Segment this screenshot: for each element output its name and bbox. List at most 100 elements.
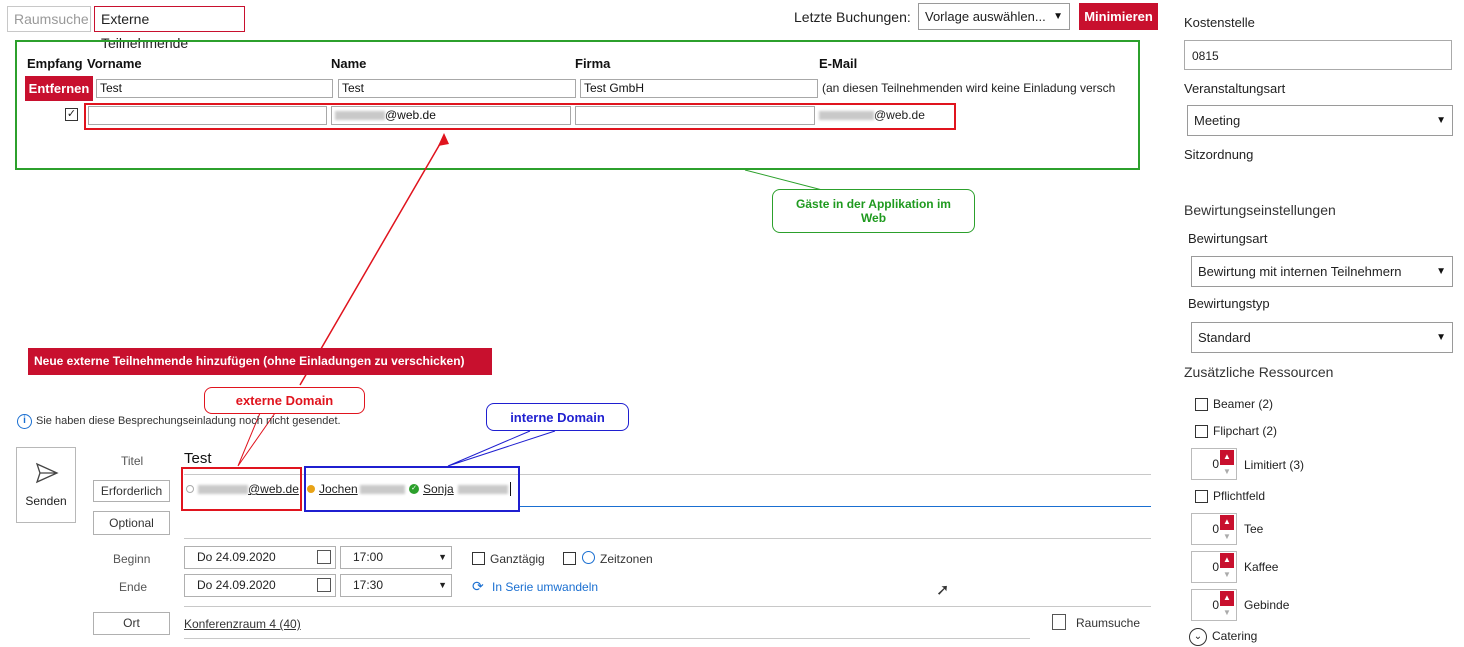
chevron-down-icon[interactable]: ▼ (438, 552, 447, 562)
catering-kind-value: Standard (1198, 330, 1251, 345)
flipchart-label: Flipchart (2) (1213, 424, 1278, 438)
limited-value: 0 (1212, 457, 1219, 471)
row2-firma-field[interactable] (575, 106, 815, 125)
required-underline (520, 506, 1151, 507)
catering-expander[interactable]: Catering (1212, 629, 1258, 643)
limited-stepper[interactable]: 0 ▲ ▼ (1191, 448, 1237, 480)
row1-firma-field[interactable]: Test GmbH (580, 79, 818, 98)
external-attendee-highlight (181, 467, 302, 511)
guests-frame (15, 40, 1140, 170)
new-guest-highlight (84, 103, 956, 130)
tea-label: Tee (1244, 522, 1264, 536)
external-domain-callout: externe Domain (204, 387, 365, 414)
header-name: Name (331, 56, 367, 71)
blurred-text (198, 485, 248, 495)
catering-settings-heading: Bewirtungseinstellungen (1184, 202, 1336, 218)
send-label: Senden (25, 494, 67, 508)
coffee-label: Kaffee (1244, 560, 1279, 574)
row2-name-field[interactable]: @web.de (331, 106, 571, 125)
cost-center-label: Kostenstelle (1184, 15, 1255, 30)
event-type-select[interactable]: Meeting ▼ (1187, 105, 1453, 136)
pastry-stepper[interactable]: 0 ▲ ▼ (1191, 589, 1237, 621)
event-type-label: Veranstaltungsart (1184, 81, 1286, 96)
expand-icon[interactable]: ⌄ (1189, 628, 1207, 646)
start-label: Beginn (113, 552, 151, 566)
flipchart-checkbox[interactable] (1195, 425, 1208, 438)
beamer-checkbox[interactable] (1195, 398, 1208, 411)
location-value[interactable]: Konferenzraum 4 (40) (184, 617, 301, 631)
room-search-icon[interactable] (1052, 614, 1066, 630)
blurred-text (359, 485, 405, 495)
minimize-button[interactable]: Minimieren (1079, 3, 1158, 30)
series-link[interactable]: In Serie umwandeln (492, 580, 599, 594)
timezones-checkbox[interactable] (563, 552, 576, 565)
text-cursor (510, 482, 511, 496)
recurrence-icon[interactable]: ⟳ (472, 578, 484, 594)
room-search-link[interactable]: Raumsuche (1076, 616, 1141, 630)
attendee-internal-1[interactable]: Jochen (319, 482, 405, 496)
info-message: Sie haben diese Besprechungseinladung no… (36, 415, 341, 427)
row2-vorname-field[interactable] (88, 106, 327, 125)
allday-checkbox[interactable] (472, 552, 485, 565)
required-field-checkbox[interactable] (1195, 490, 1208, 503)
coffee-stepper[interactable]: 0 ▲ ▼ (1191, 551, 1237, 583)
remove-button[interactable]: Entfernen (25, 76, 93, 101)
increment-icon[interactable]: ▲ (1220, 553, 1234, 568)
status-tentative-icon (307, 485, 315, 493)
title-field[interactable]: Test (184, 450, 212, 467)
attendee-internal-2[interactable]: Sonja (423, 482, 508, 496)
start-time-field[interactable]: 17:00 ▼ (340, 546, 452, 569)
header-email: E-Mail (819, 56, 858, 71)
required-button[interactable]: Erforderlich (93, 480, 170, 502)
attendee-external[interactable]: @web.de (198, 482, 299, 496)
end-date-value: Do 24.09.2020 (197, 578, 276, 592)
decrement-icon[interactable]: ▼ (1223, 608, 1231, 617)
increment-icon[interactable]: ▲ (1220, 591, 1234, 606)
internal-attendee-highlight (304, 466, 520, 512)
resources-heading: Zusätzliche Ressourcen (1184, 364, 1334, 380)
recent-bookings-label: Letzte Buchungen: (794, 9, 911, 25)
tab-room-search[interactable]: Raumsuche (7, 6, 91, 32)
decrement-icon[interactable]: ▼ (1223, 532, 1231, 541)
attendee-external-domain: @web.de (248, 482, 299, 496)
send-icon (35, 462, 59, 484)
end-date-field[interactable]: Do 24.09.2020 (184, 574, 336, 597)
header-vorname: Vorname (87, 56, 142, 71)
chevron-down-icon[interactable]: ▼ (438, 580, 447, 590)
header-empfang: Empfang (27, 56, 83, 71)
calendar-icon[interactable] (317, 578, 331, 592)
add-external-banner: Neue externe Teilnehmende hinzufügen (oh… (28, 348, 492, 375)
title-label: Titel (121, 454, 144, 468)
row2-empfang-checkbox[interactable]: ✓ (65, 108, 78, 121)
limited-label: Limitiert (3) (1244, 458, 1305, 472)
catering-type-label: Bewirtungsart (1188, 231, 1268, 246)
header-firma: Firma (575, 56, 611, 71)
row2-name-suffix: @web.de (385, 108, 436, 122)
decrement-icon[interactable]: ▼ (1223, 570, 1231, 579)
template-select[interactable]: Vorlage auswählen... ▼ (918, 3, 1070, 30)
increment-icon[interactable]: ▲ (1220, 515, 1234, 530)
timezones-label: Zeitzonen (600, 552, 653, 566)
row1-vorname-field[interactable]: Test (96, 79, 333, 98)
tea-stepper[interactable]: 0 ▲ ▼ (1191, 513, 1237, 545)
location-button[interactable]: Ort (93, 612, 170, 635)
decrement-icon[interactable]: ▼ (1223, 467, 1231, 476)
pastry-value: 0 (1212, 598, 1219, 612)
row1-email-note: (an diesen Teilnehmenden wird keine Einl… (822, 81, 1116, 95)
calendar-icon[interactable] (317, 550, 331, 564)
send-button[interactable]: Senden (16, 447, 76, 523)
tab-external-participants[interactable]: Externe Teilnehmende (94, 6, 245, 51)
attendee-internal-2-name: Sonja (423, 482, 454, 496)
catering-type-select[interactable]: Bewirtung mit internen Teilnehmern ▼ (1191, 256, 1453, 287)
attendee-internal-1-name: Jochen (319, 482, 358, 496)
cost-center-field[interactable]: 0815 (1184, 40, 1452, 70)
end-time-field[interactable]: 17:30 ▼ (340, 574, 452, 597)
status-unknown-icon (186, 485, 194, 493)
end-time-value: 17:30 (353, 578, 384, 592)
increment-icon[interactable]: ▲ (1220, 450, 1234, 465)
optional-button[interactable]: Optional (93, 511, 170, 535)
row1-name-field[interactable]: Test (338, 79, 576, 98)
blurred-text (819, 111, 874, 121)
start-date-field[interactable]: Do 24.09.2020 (184, 546, 336, 569)
catering-kind-select[interactable]: Standard ▼ (1191, 322, 1453, 353)
